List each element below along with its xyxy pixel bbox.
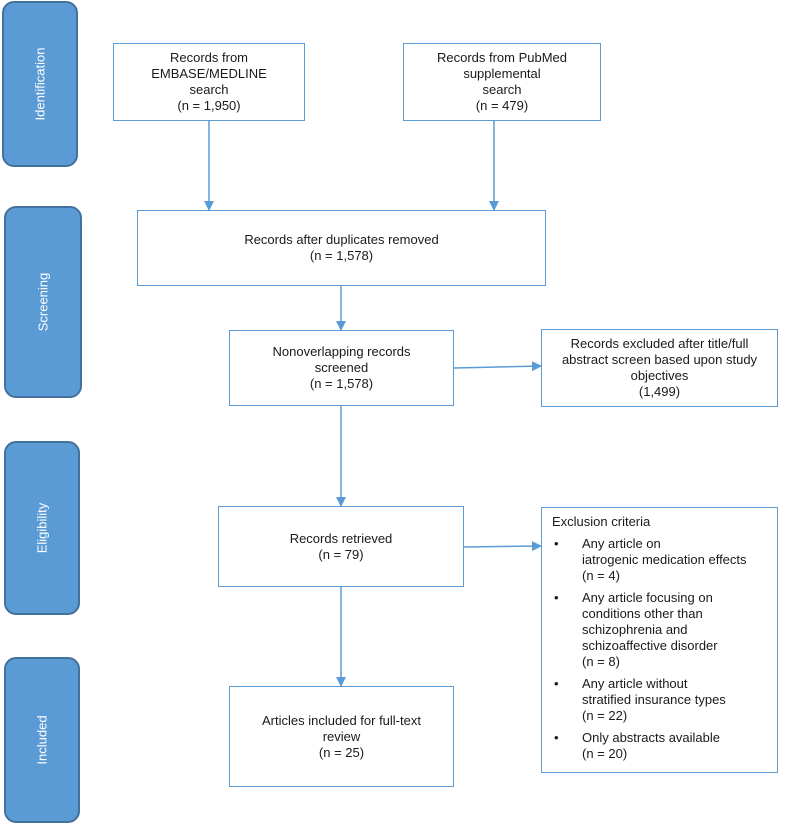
box-excluded-line3: objectives [630, 368, 689, 383]
box-pubmed-line1: Records from PubMed supplemental [436, 50, 568, 81]
box-embase-count: (n = 1,950) [177, 98, 241, 113]
arrow-screened-to-excluded [453, 361, 542, 372]
exclusion-item-1-count: (n = 4) [582, 568, 620, 583]
box-embase-line2: search [189, 82, 229, 97]
phase-screening: Screening [4, 206, 82, 398]
box-excluded-line1: Records excluded after title/full [570, 336, 749, 351]
exclusion-item-2-line4: schizoaffective disorder [582, 638, 718, 653]
phase-identification: Identification [2, 1, 78, 167]
box-duplicates-count: (n = 1,578) [309, 248, 374, 263]
box-excluded-line2: abstract screen based upon study [561, 352, 758, 367]
exclusion-item-2-count: (n = 8) [582, 654, 620, 669]
exclusion-item-3-line2: stratified insurance types [582, 692, 726, 707]
box-excluded-count: (1,499) [638, 384, 681, 399]
exclusion-item-4-line1: Only abstracts available [582, 730, 721, 745]
box-nonoverlapping-line2: screened [314, 360, 369, 375]
box-pubmed-line2: search [482, 82, 522, 97]
box-pubmed: Records from PubMed supplemental search … [403, 43, 601, 121]
exclusion-item-2-line3: schizophrenia and [582, 622, 688, 637]
box-included-line2: review [322, 728, 361, 744]
exclusion-item-3-line1: Any article without [582, 676, 688, 691]
exclusion-item-4-count: (n = 20) [582, 746, 628, 761]
phase-included: Included [4, 657, 80, 823]
box-records-retrieved: Records retrieved (n = 79) [218, 506, 464, 587]
box-embase-line1: Records from EMBASE/MEDLINE [151, 50, 267, 81]
box-nonoverlapping-count: (n = 1,578) [309, 376, 374, 391]
box-included-line1: Articles included for full-text [262, 712, 421, 728]
phase-eligibility: Eligibility [4, 441, 80, 615]
arrow-retrieved-to-exclusion [463, 541, 542, 552]
exclusion-item-2-line1: Any article focusing on [582, 590, 713, 605]
box-nonoverlapping-line1: Nonoverlapping records [272, 344, 411, 359]
exclusion-item-4: Only abstracts available (n = 20) [552, 730, 767, 762]
box-records-excluded: Records excluded after title/full abstra… [541, 329, 778, 407]
exclusion-item-3-count: (n = 22) [582, 708, 628, 723]
exclusion-item-1: Any article on iatrogenic medication eff… [552, 536, 767, 584]
exclusion-item-2: Any article focusing on conditions other… [552, 590, 767, 670]
box-articles-included: Articles included for full-text review (… [229, 686, 454, 787]
exclusion-item-1-line1: Any article on [582, 536, 661, 551]
exclusion-criteria-box: Exclusion criteria Any article on iatrog… [541, 507, 778, 773]
box-embase-medline: Records from EMBASE/MEDLINE search (n = … [113, 43, 305, 121]
box-pubmed-count: (n = 479) [475, 98, 529, 113]
box-nonoverlapping-screened: Nonoverlapping records screened (n = 1,5… [229, 330, 454, 406]
box-retrieved-count: (n = 79) [318, 546, 364, 562]
box-duplicates-line1: Records after duplicates removed [244, 232, 439, 247]
box-retrieved-line1: Records retrieved [289, 530, 393, 546]
exclusion-item-1-line2: iatrogenic medication effects [582, 552, 747, 567]
exclusion-item-3: Any article without stratified insurance… [552, 676, 767, 724]
exclusion-item-2-line2: conditions other than [582, 606, 703, 621]
exclusion-criteria-list: Any article on iatrogenic medication eff… [552, 536, 767, 762]
exclusion-criteria-title: Exclusion criteria [552, 514, 651, 529]
box-included-count: (n = 25) [318, 744, 365, 760]
box-duplicates-removed: Records after duplicates removed (n = 1,… [137, 210, 546, 286]
